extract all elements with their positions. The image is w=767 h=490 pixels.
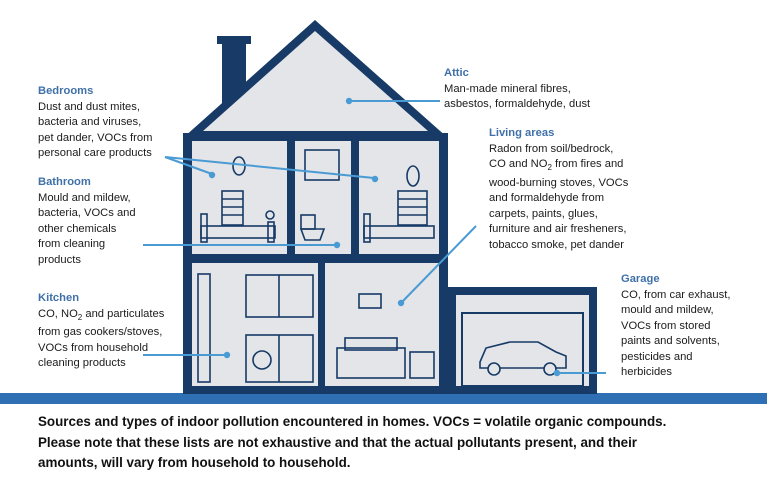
living-areas-line1: Radon from soil/bedrock, [489, 142, 614, 155]
kitchen-title: Kitchen [38, 292, 80, 304]
bedrooms-title: Bedrooms [38, 85, 94, 97]
kitchen-text: from gas cookers/stoves, VOCs from house… [38, 326, 163, 370]
attic-space [203, 31, 428, 131]
living-areas-title: Living areas [489, 127, 555, 139]
kitchen-room [192, 263, 318, 386]
kitchen-line1: CO, NO2 and particulates [38, 307, 165, 322]
bathroom-label: Bathroom Mould and mildew, bacteria, VOC… [38, 175, 136, 268]
garage-text: CO, from car exhaust, mould and mildew, … [621, 288, 731, 379]
bathroom-title: Bathroom [38, 176, 91, 188]
living-areas-text: wood-burning stoves, VOCs and formaldehy… [489, 176, 629, 251]
attic-title: Attic [444, 67, 469, 79]
figure-caption: Sources and types of indoor pollution en… [38, 414, 667, 470]
garage-label: Garage CO, from car exhaust, mould and m… [621, 272, 730, 381]
garage-title: Garage [621, 273, 660, 285]
kitchen-label: Kitchen CO, NO2 and particulates from ga… [38, 291, 164, 372]
bathroom-text: Mould and mildew, bacteria, VOCs and oth… [38, 191, 136, 266]
bedrooms-label: Bedrooms Dust and dust mites, bacteria a… [38, 84, 152, 162]
attic-label: Attic Man-made mineral fibres, asbestos,… [444, 66, 590, 113]
attic-text: Man-made mineral fibres, asbestos, forma… [444, 82, 591, 111]
bedrooms-text: Dust and dust mites, bacteria and viruse… [38, 100, 153, 160]
bedroom-left [192, 141, 287, 254]
bedroom-right [359, 141, 439, 254]
ground-line [0, 393, 767, 404]
living-areas-label: Living areas Radon from soil/bedrock, CO… [489, 126, 628, 253]
living-areas-line2: CO and NO2 from fires and [489, 158, 624, 173]
